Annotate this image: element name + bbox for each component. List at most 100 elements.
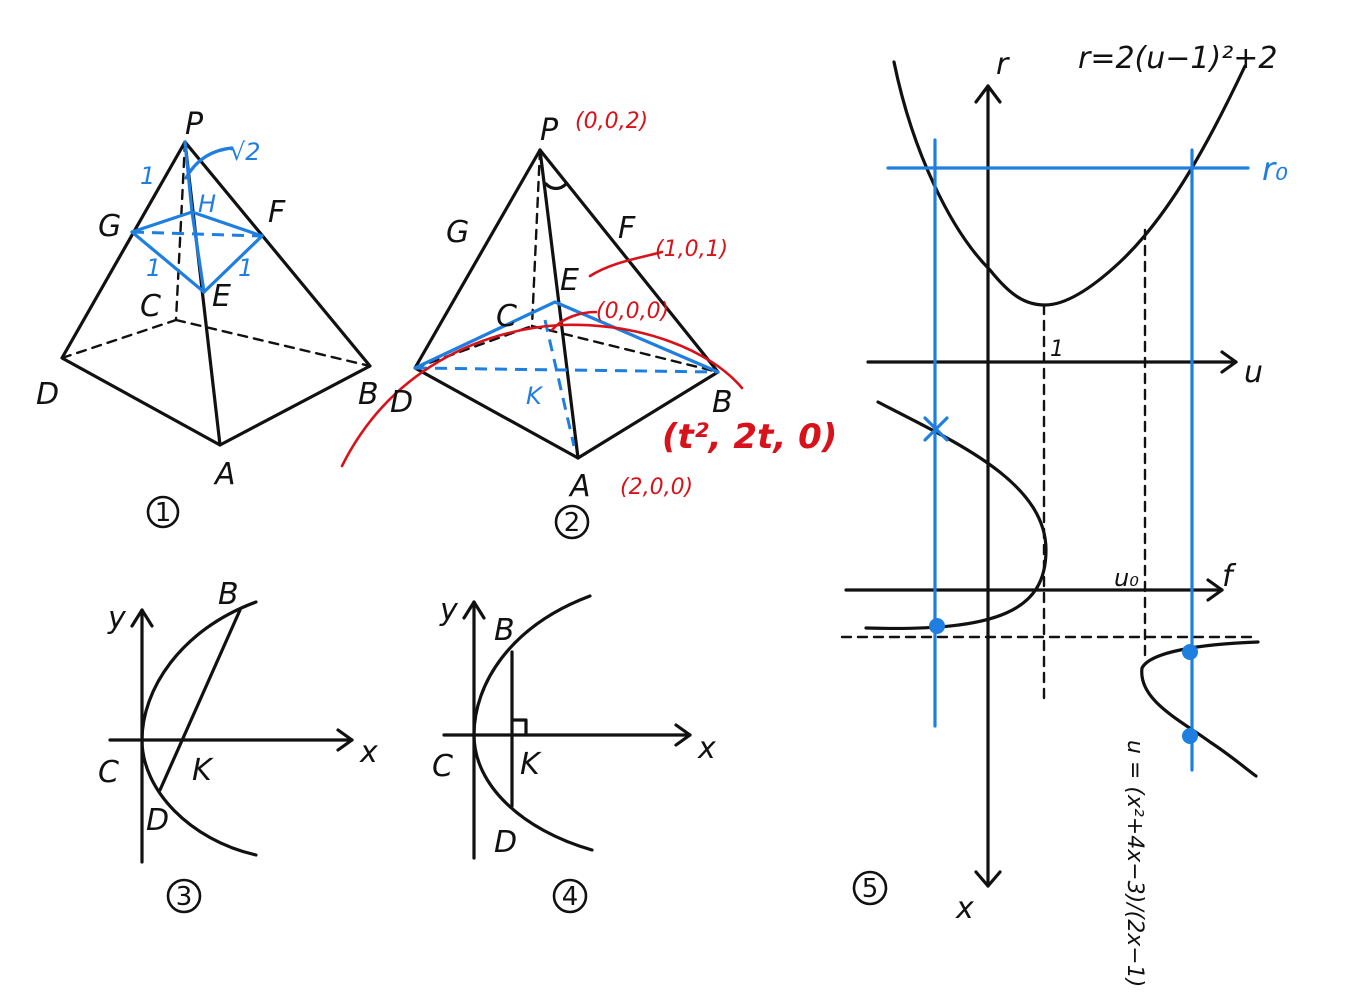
fig2-outline (413, 148, 720, 460)
fig1-label-b: B (358, 377, 379, 412)
fig3-chord-bd (158, 608, 242, 792)
fig2-label-k: K (526, 382, 544, 410)
fig2-edge-pc (530, 148, 542, 328)
fig2-label-c: C (496, 299, 517, 334)
fig5-label-u-axis: u (1244, 355, 1263, 390)
fig3-label-k: K (192, 753, 214, 788)
fig5-label-u0: u₀ (1114, 564, 1139, 592)
fig3-label-c: C (98, 755, 119, 790)
fig4-x-arrow (674, 723, 692, 747)
fig3-label-d: D (146, 803, 169, 838)
fig2-pointer-e (588, 250, 664, 278)
fig2-label-f: F (618, 211, 636, 246)
fig5-lower-branch (1140, 640, 1260, 778)
fig4-y-arrow (462, 600, 486, 620)
fig1-label-e: E (212, 279, 231, 314)
fig1-seg-ge (130, 230, 206, 294)
fig5-caption: 5 (862, 874, 879, 904)
fig1-label-d: D (36, 377, 59, 412)
fig4-label-d: D (494, 825, 517, 860)
fig4-label-b: B (494, 613, 515, 648)
fig2-caption-circle (554, 504, 590, 540)
fig2-coord-p: (0,0,2) (575, 109, 648, 134)
figure-5-graphs: r r=2(u−1)²+2 r₀ u 1 u₀ f x u = (x²+4x−3… (840, 41, 1288, 987)
fig1-seg-ph (183, 140, 194, 214)
fig5-label-f: f (1222, 559, 1237, 594)
fig3-caption: 3 (176, 882, 193, 912)
fig1-edge-pc (174, 140, 187, 322)
fig1-mark-gc: 1 (146, 254, 161, 282)
fig3-parabola (140, 600, 258, 857)
fig2-coord-a: (2,0,0) (620, 475, 693, 500)
fig5-dot-left (929, 618, 945, 634)
fig2-coord-b: (t², 2t, 0) (662, 417, 837, 457)
fig2-pointer-c (550, 310, 598, 332)
fig4-label-y: y (439, 593, 459, 628)
fig2-seg-de (413, 300, 557, 370)
fig2-seg-db (414, 366, 719, 374)
fig1-label-a: A (213, 457, 236, 492)
fig1-mark-pf: √2 (230, 138, 261, 166)
fig1-sqrt2-pointer (184, 146, 234, 180)
fig2-angle-mark (544, 182, 568, 191)
fig1-seg-hf (190, 210, 264, 238)
fig5-caption-circle (852, 870, 888, 906)
fig1-label-g: G (98, 209, 121, 244)
fig5-x-arrow (974, 870, 1002, 888)
fig5-label-r: r (996, 47, 1010, 82)
fig5-dot-right-bottom (1182, 728, 1198, 744)
fig2-label-e: E (560, 263, 579, 298)
fig1-label-p: P (185, 107, 204, 142)
fig2-label-d: D (390, 385, 413, 420)
fig4-parabola (472, 594, 594, 852)
fig1-label-h: H (198, 190, 216, 218)
fig1-seg-fe (202, 234, 264, 294)
figure-2-pyramid: P G F E C K D B A (0,0,2) (1,0,1) (0,0,0… (340, 109, 837, 540)
figure-4-vertical-chord: y x C K B D 4 (432, 593, 716, 914)
fig1-seg-he (190, 210, 206, 294)
fig5-f-arrow (1206, 578, 1224, 602)
fig1-caption: 1 (155, 498, 172, 528)
fig4-label-c: C (432, 749, 453, 784)
fig5-sideways-parabola (864, 400, 1048, 631)
fig4-caption-circle (552, 878, 588, 914)
fig1-label-f: F (268, 195, 286, 230)
fig3-label-x: x (359, 735, 378, 770)
fig1-edge-dc (60, 318, 178, 360)
fig5-u-arrow (1220, 350, 1238, 374)
fig1-edge-cb (174, 318, 372, 368)
fig1-caption-circle (146, 495, 180, 529)
fig2-label-g: G (446, 215, 469, 250)
fig3-caption-circle (166, 878, 202, 914)
fig3-x-arrow (336, 728, 354, 752)
fig5-equation: r=2(u−1)²+2 (1078, 41, 1277, 76)
fig5-label-x: x (955, 891, 974, 926)
fig3-label-y: y (107, 601, 127, 636)
fig1-seg-gh (130, 210, 194, 234)
fig1-label-c: C (140, 289, 161, 324)
fig5-label-one: 1 (1050, 337, 1064, 362)
fig2-edge-cb (530, 324, 720, 374)
fig2-coord-e: (1,0,1) (655, 237, 728, 262)
fig1-mark-fe: 1 (238, 254, 253, 282)
fig1-seg-gf (131, 230, 263, 238)
fig2-coord-c: (0,0,0) (596, 299, 669, 324)
fig5-cross-marker-b (923, 416, 949, 442)
fig2-seg-ck (543, 319, 576, 447)
fig2-label-p: P (540, 113, 559, 148)
fig2-caption: 2 (564, 508, 581, 538)
fig2-parabola-curve (340, 323, 744, 468)
figure-3-chord: y x C K B D 3 (98, 577, 378, 914)
fig4-right-angle (510, 718, 528, 737)
fig4-label-x: x (697, 731, 716, 766)
fig1-mark-pg: 1 (140, 162, 155, 190)
fig5-r-arrow (974, 84, 1002, 104)
fig5-u-formula: u = (x²+4x−3)/(2x−1) (1122, 740, 1147, 987)
fig5-label-r0: r₀ (1262, 150, 1288, 188)
fig2-label-b: B (712, 385, 733, 420)
figure-1-pyramid: P G H F C E D B A 1 √2 1 1 1 (36, 107, 379, 529)
fig4-caption: 4 (562, 882, 579, 912)
fig2-label-a: A (568, 469, 591, 504)
fig3-y-arrow (130, 608, 154, 628)
